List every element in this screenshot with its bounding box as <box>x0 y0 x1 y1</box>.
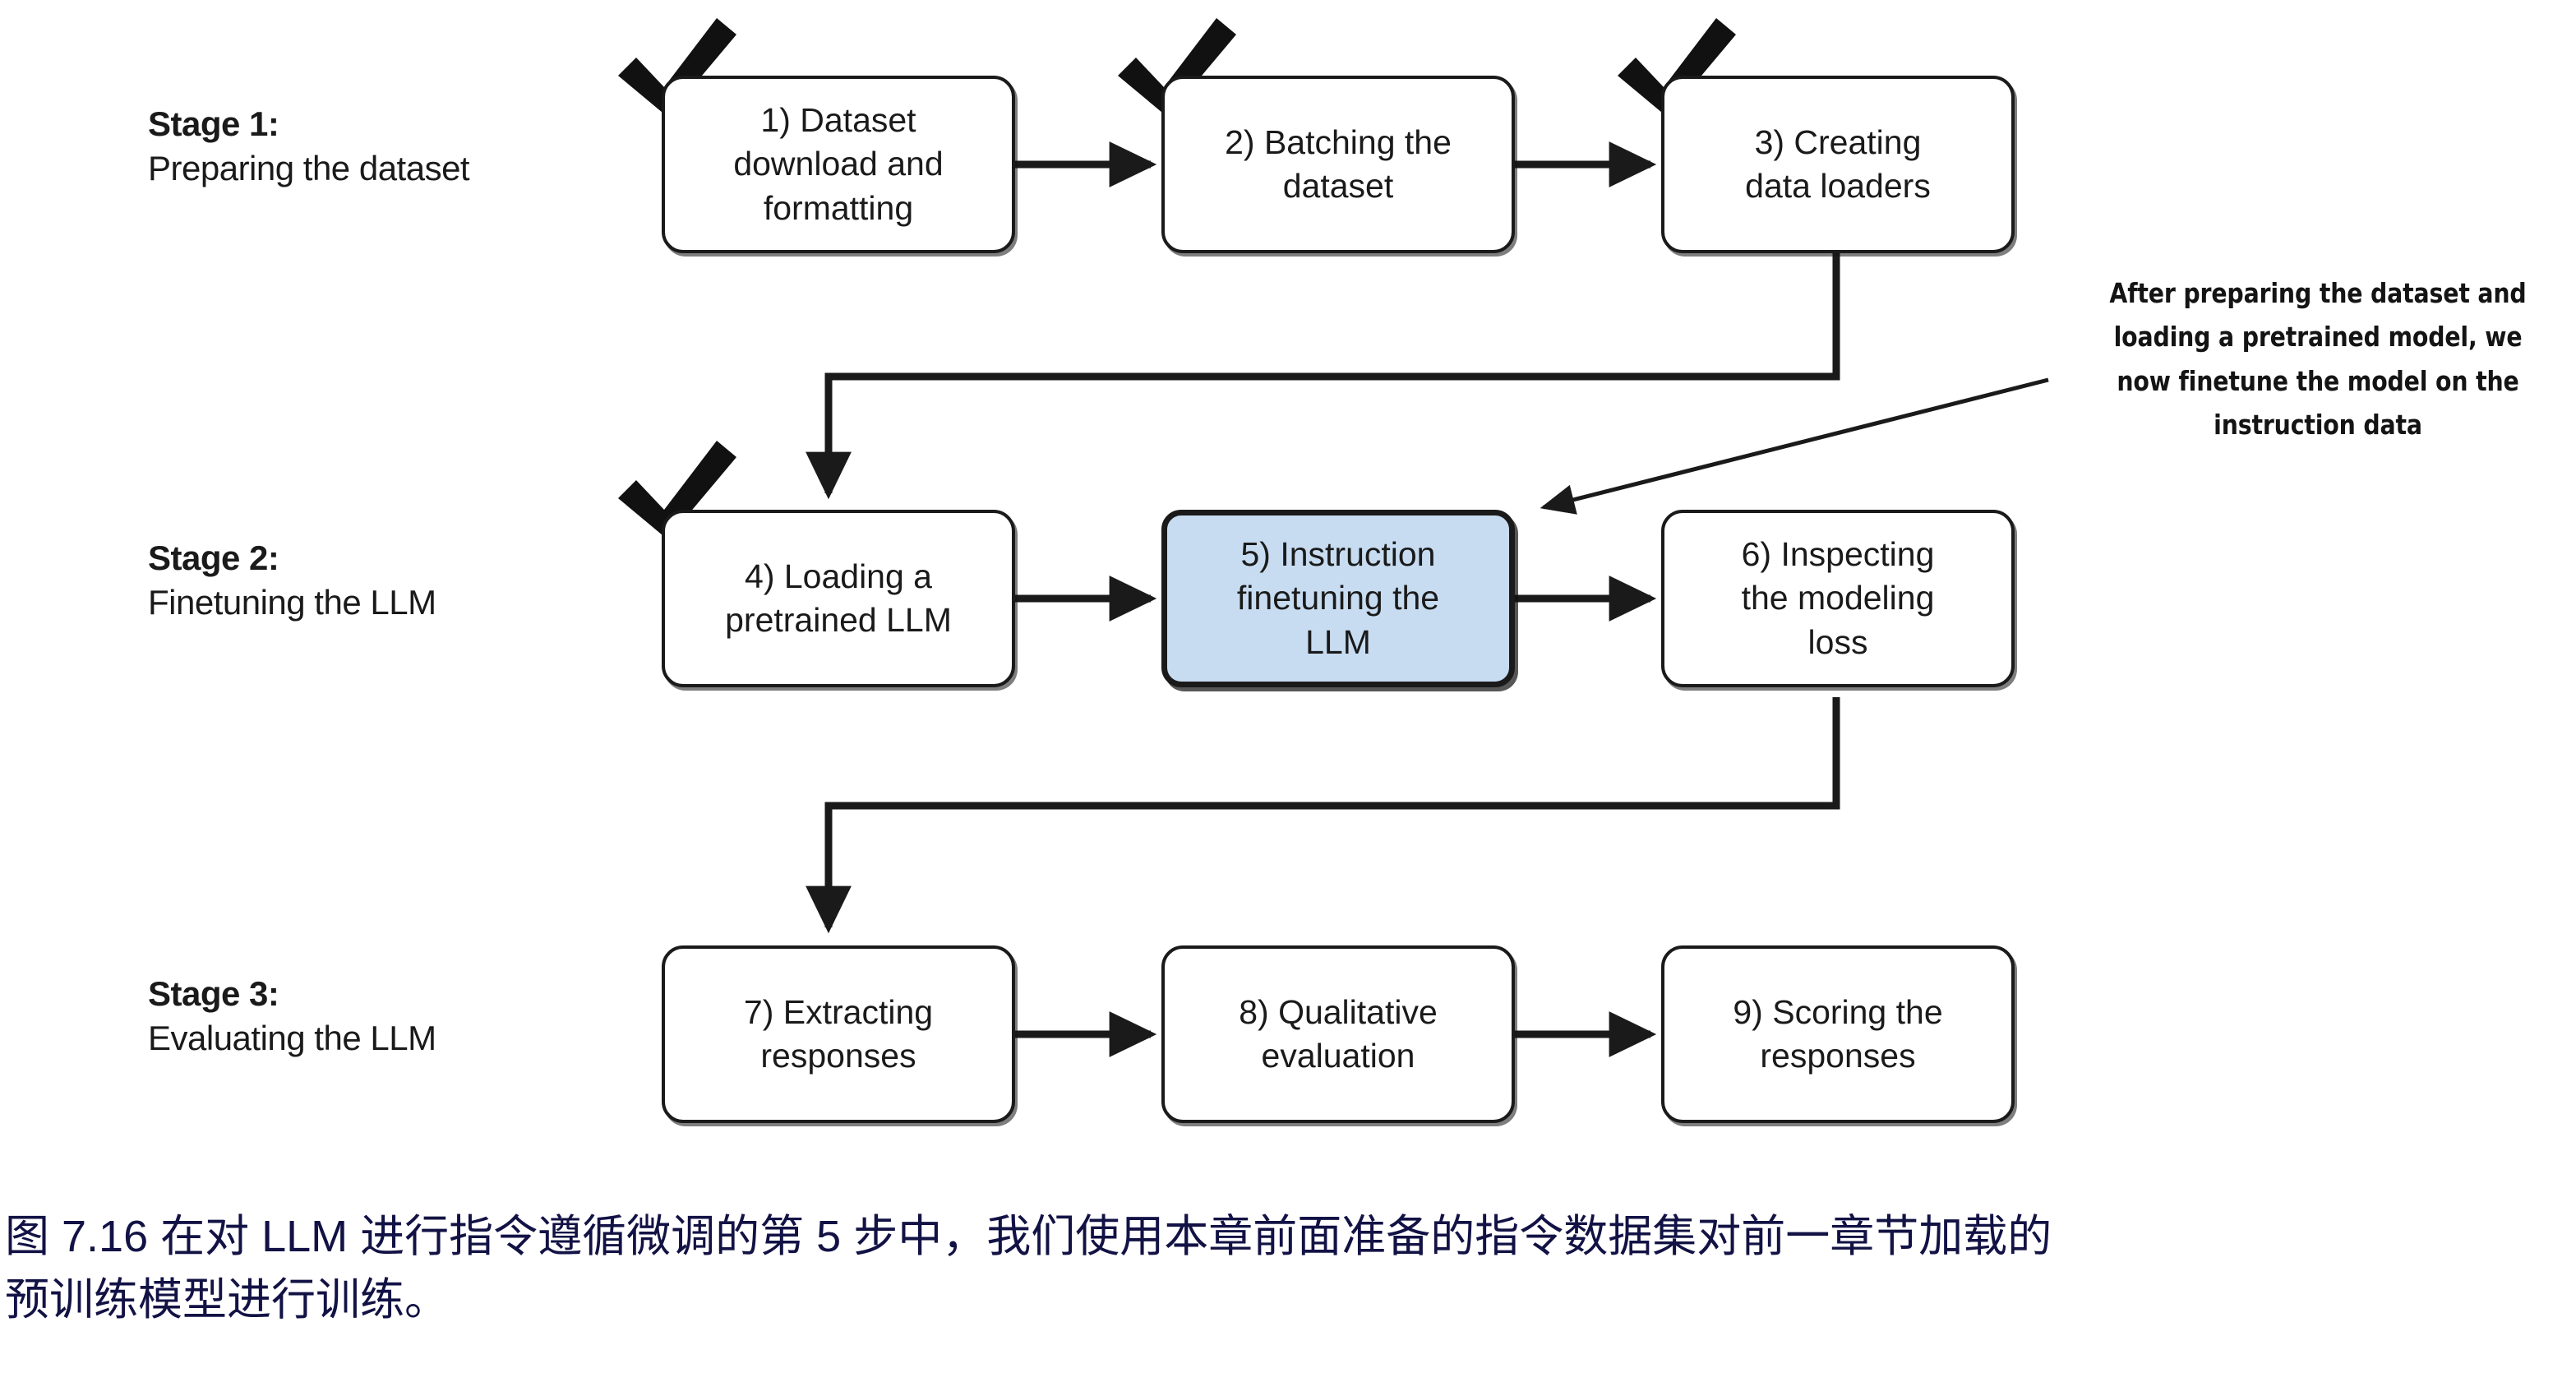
node-1-line-2: download and <box>733 145 944 183</box>
node-3-creating-data-loaders[interactable]: 3) Creating data loaders <box>1661 76 2015 253</box>
node-3-line-2: data loaders <box>1745 167 1931 205</box>
figure-caption-line-2: 预训练模型进行训练。 <box>5 1274 449 1324</box>
node-7-text: 7) Extracting responses <box>744 991 933 1079</box>
node-1-text: 1) Dataset download and formatting <box>733 99 943 230</box>
stage-label-2: Stage 2: Finetuning the LLM <box>148 536 436 625</box>
node-1-line-3: formatting <box>763 188 914 227</box>
node-9-scoring-the-responses[interactable]: 9) Scoring the responses <box>1661 945 2015 1123</box>
node-7-line-1: 7) Extracting <box>743 992 934 1031</box>
node-3-text: 3) Creating data loaders <box>1745 121 1931 209</box>
node-7-extracting-responses[interactable]: 7) Extracting responses <box>662 945 1015 1123</box>
arrow-6-to-7 <box>806 697 1840 934</box>
node-2-batching-the-dataset[interactable]: 2) Batching the dataset <box>1161 76 1515 253</box>
node-2-line-1: 2) Batching the <box>1225 123 1452 161</box>
node-2-line-2: dataset <box>1282 167 1394 205</box>
stage-label-1: Stage 1: Preparing the dataset <box>148 102 470 191</box>
stage-1-subtitle: Preparing the dataset <box>148 148 470 187</box>
node-8-line-1: 8) Qualitative <box>1239 992 1438 1031</box>
node-9-line-2: responses <box>1760 1037 1916 1075</box>
node-6-inspecting-the-modeling-loss[interactable]: 6) Inspecting the modeling loss <box>1661 510 2015 687</box>
node-3-line-1: 3) Creating <box>1754 123 1922 161</box>
stage-2-subtitle: Finetuning the LLM <box>148 582 436 622</box>
node-5-line-2: finetuning the <box>1236 579 1440 617</box>
node-1-dataset-download-and-formatting[interactable]: 1) Dataset download and formatting <box>662 76 1015 253</box>
annotation-line-2: loading a pretrained model, we <box>2113 321 2523 354</box>
node-8-line-2: evaluation <box>1261 1037 1415 1075</box>
node-4-line-2: pretrained LLM <box>725 601 952 639</box>
node-4-text: 4) Loading a pretrained LLM <box>725 555 952 643</box>
node-6-line-1: 6) Inspecting <box>1741 535 1935 574</box>
node-6-line-3: loss <box>1807 622 1868 661</box>
node-5-instruction-finetuning-the-llm[interactable]: 5) Instruction finetuning the LLM <box>1161 510 1515 687</box>
node-8-qualitative-evaluation[interactable]: 8) Qualitative evaluation <box>1161 945 1515 1123</box>
stage-1-title: Stage 1: <box>148 104 279 143</box>
node-7-line-2: responses <box>760 1037 916 1075</box>
node-5-line-3: LLM <box>1305 622 1371 661</box>
annotation-line-3: now finetune the model on the <box>2117 364 2519 397</box>
node-4-loading-a-pretrained-llm[interactable]: 4) Loading a pretrained LLM <box>662 510 1015 687</box>
node-4-line-1: 4) Loading a <box>745 557 932 595</box>
figure-caption: 图 7.16 在对 LLM 进行指令遵循微调的第 5 步中，我们使用本章前面准备… <box>5 1205 2576 1331</box>
node-5-line-1: 5) Instruction <box>1240 535 1436 574</box>
stage-3-subtitle: Evaluating the LLM <box>148 1018 436 1057</box>
annotation-line-4: instruction data <box>2214 409 2422 441</box>
annotation-line-1: After preparing the dataset and <box>2109 277 2527 309</box>
arrow-3-to-4 <box>806 253 1840 500</box>
node-5-text: 5) Instruction finetuning the LLM <box>1237 533 1439 664</box>
annotation-leader-line <box>1540 377 2049 515</box>
node-9-line-1: 9) Scoring the <box>1733 992 1943 1031</box>
node-9-text: 9) Scoring the responses <box>1733 991 1942 1079</box>
node-1-line-1: 1) Dataset <box>760 101 916 140</box>
annotation-note: After preparing the dataset and loading … <box>2092 271 2544 447</box>
node-6-line-2: the modeling <box>1741 579 1935 617</box>
node-6-text: 6) Inspecting the modeling loss <box>1742 533 1935 664</box>
stage-2-title: Stage 2: <box>148 539 279 577</box>
stage-label-3: Stage 3: Evaluating the LLM <box>148 972 436 1061</box>
figure-caption-line-1: 图 7.16 在对 LLM 进行指令遵循微调的第 5 步中，我们使用本章前面准备… <box>5 1212 2052 1261</box>
node-8-text: 8) Qualitative evaluation <box>1239 991 1438 1079</box>
stage-3-title: Stage 3: <box>148 974 279 1013</box>
node-2-text: 2) Batching the dataset <box>1225 121 1452 209</box>
